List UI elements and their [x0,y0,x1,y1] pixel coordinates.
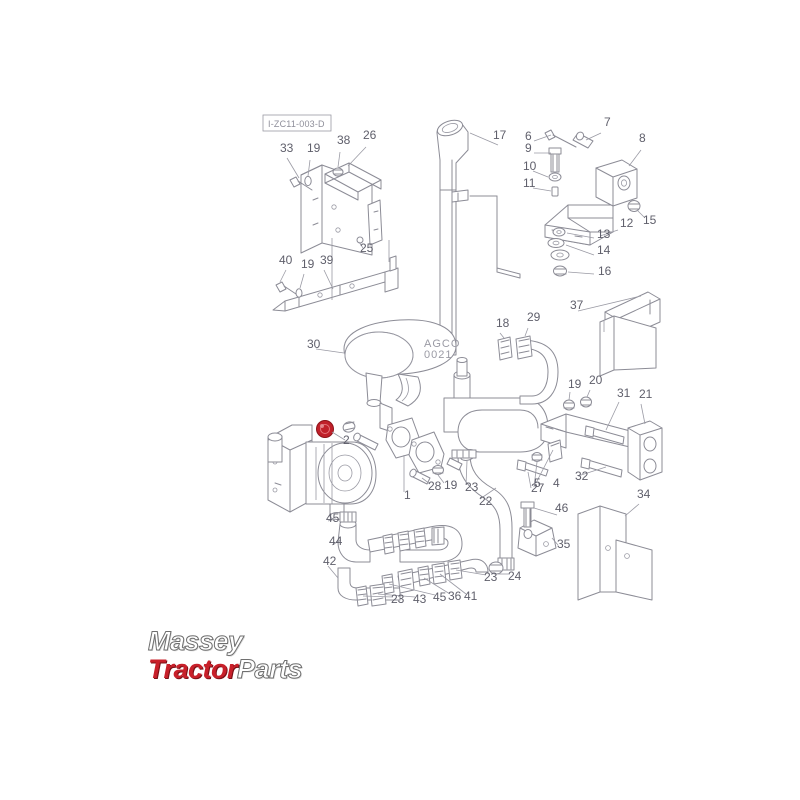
callout-number: 19 [568,377,582,391]
logo-word-tractor: Tractor [148,654,238,684]
highlighted-part-3[interactable] [316,420,334,438]
callout-number: 19 [301,257,315,271]
callout-number: 42 [323,554,337,568]
top-right-bracket-assembly [544,129,641,277]
top-left-bracket-assembly [289,162,383,256]
part-code-text: I-ZC11-003-D [268,119,325,129]
callout-number: 15 [643,213,657,227]
bracket-35-assembly [517,501,557,557]
callout-number: 19 [444,478,458,492]
heat-shield-37 [599,291,661,377]
callout-number: 45 [433,590,447,604]
logo-line-massey: Massey [147,626,243,656]
callout-number: 26 [363,128,377,142]
watermark-logo: Massey TractorParts [147,626,304,684]
callout-number: 35 [557,537,571,551]
shield-34 [577,505,653,601]
callout-number: 41 [464,589,478,603]
logo-word-parts: Parts [237,654,304,684]
callout-number: 34 [637,487,651,501]
callout-number: 33 [280,141,294,155]
callout-number: 23 [391,592,405,606]
logo-line-tractorparts: TractorParts [148,654,304,684]
muffler-brand-text: AGCO [424,338,460,350]
callout-number: 23 [484,570,498,584]
callout-number-layer: 1245678910111213141516171819191919202122… [279,115,657,606]
callout-number: 30 [307,337,321,351]
center-pipe-assembly [443,335,559,571]
lower-hose-assembly [337,511,504,607]
callout-number: 12 [620,216,634,230]
callout-number: 5 [534,476,541,490]
callout-number: 36 [448,589,462,603]
muffler-code-text: 0021 [424,349,452,361]
callout-number: 27 [531,481,545,495]
callout-number: 40 [279,253,293,267]
callout-number: 1 [404,488,411,502]
callout-number: 9 [525,141,532,155]
callout-number: 39 [320,253,334,267]
callout-number: 44 [329,534,343,548]
right-support-arm [516,396,663,481]
turbo-manifold-assembly [267,417,463,520]
left-rail-assembly [272,240,399,312]
callout-number: 31 [617,386,631,400]
callout-number: 18 [496,316,510,330]
callout-number: 21 [639,387,653,401]
callout-number: 8 [639,131,646,145]
callout-number: 13 [597,227,611,241]
callout-number: 25 [360,241,374,255]
callout-number: 46 [555,501,569,515]
callout-number: 24 [508,569,522,583]
callout-number: 19 [307,141,321,155]
callout-number: 45 [326,511,340,525]
callout-number: 32 [575,469,589,483]
callout-number: 10 [523,159,537,173]
callout-number: 22 [479,494,493,508]
callout-number: 6 [525,129,532,143]
callout-number: 29 [527,310,541,324]
callout-number: 17 [493,128,507,142]
leader-lines [279,132,646,598]
callout-number: 2 [343,433,350,447]
callout-number: 20 [589,373,603,387]
callout-number: 11 [523,176,536,190]
callout-number: 7 [604,115,611,129]
callout-number: 38 [337,133,351,147]
callout-number: 28 [428,479,442,493]
callout-number: 4 [553,476,560,490]
callout-number: 43 [413,592,427,606]
callout-number: 23 [465,480,479,494]
part-code-box: I-ZC11-003-D [262,114,332,132]
muffler-body: AGCO 0021 [343,319,460,433]
callout-number: 16 [598,264,612,278]
callout-number: 14 [597,243,611,257]
callout-number: 37 [570,298,584,312]
